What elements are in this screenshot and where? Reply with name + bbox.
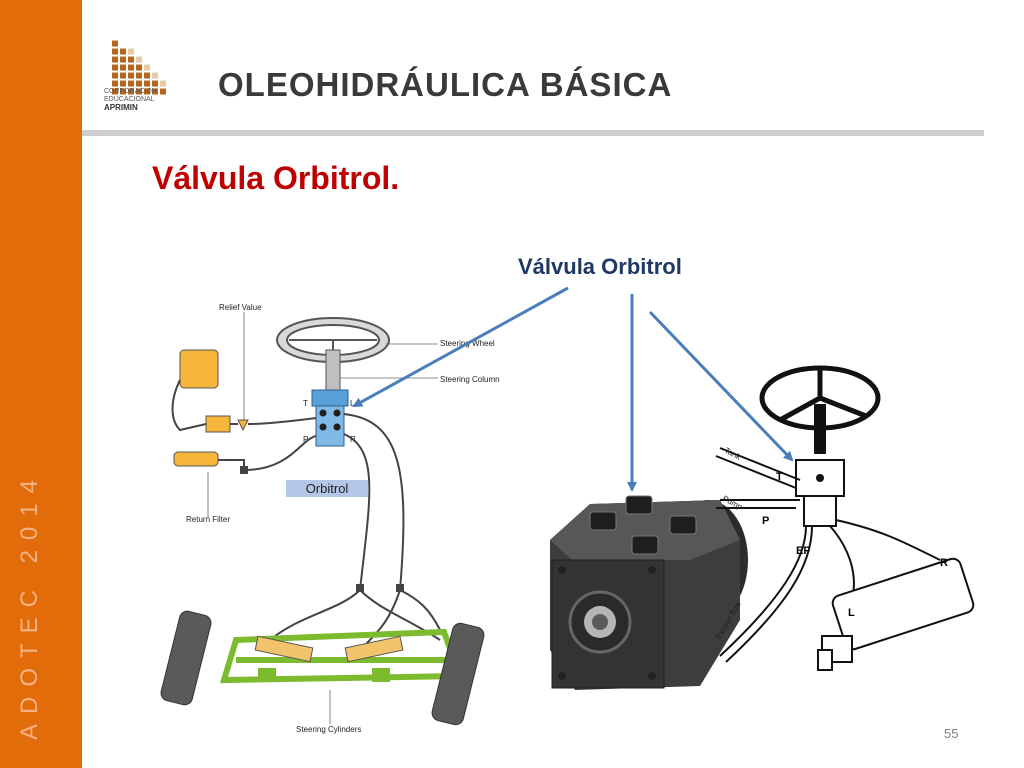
right-l-label: L bbox=[848, 607, 855, 619]
steering-wheel-icon bbox=[276, 317, 390, 363]
right-t-label: T bbox=[776, 471, 783, 483]
orbitrol-unit-photo bbox=[550, 495, 748, 690]
sidebar bbox=[0, 0, 82, 768]
right-r-label: R bbox=[940, 557, 948, 569]
port-l-label: L bbox=[350, 399, 355, 408]
relief-valve-icon bbox=[237, 419, 249, 432]
callout-label: Válvula Orbitrol bbox=[518, 254, 682, 279]
steering-column-label: Steering Column bbox=[440, 375, 500, 384]
callout-arrows bbox=[352, 286, 794, 492]
port-p-label: P bbox=[303, 435, 308, 444]
right-ef-label: EF bbox=[796, 545, 810, 557]
header-divider bbox=[82, 130, 984, 136]
right-p-label: P bbox=[762, 515, 769, 527]
port-t-label: T bbox=[303, 399, 308, 408]
arrow-to-left-valve bbox=[352, 286, 569, 408]
logo-line-2: EDUCACIONAL bbox=[104, 96, 155, 103]
right-wheel-icon bbox=[431, 622, 485, 726]
right-cylinder-icon bbox=[831, 557, 975, 651]
arrow-to-right-valve bbox=[648, 310, 794, 462]
right-steering-diagram: Tank Pump Excess flow T P EF R L bbox=[714, 365, 975, 671]
steering-column-icon bbox=[325, 349, 341, 391]
logo-line-1: CORPORACION bbox=[104, 88, 157, 95]
return-filter-icon bbox=[173, 451, 219, 467]
logo-text: CORPORACION EDUCACIONAL APRIMIN bbox=[104, 88, 178, 112]
reservoir-tank-icon bbox=[179, 349, 219, 389]
left-wheel-icon bbox=[160, 610, 212, 706]
left-steering-diagram: Relief Value Steering Wheel Steering Col… bbox=[160, 303, 500, 734]
header-title: OLEOHIDRÁULICA BÁSICA bbox=[218, 66, 673, 103]
return-filter-label: Return Filter bbox=[186, 515, 230, 524]
slide-title: Válvula Orbitrol. bbox=[152, 160, 400, 196]
port-r-label: R bbox=[350, 435, 356, 444]
orbitrol-valve-icon bbox=[311, 389, 349, 447]
steering-cylinders-label: Steering Cylinders bbox=[296, 725, 361, 734]
pump-icon bbox=[205, 415, 231, 433]
logo-mark bbox=[112, 40, 166, 95]
logo-brand: APRIMIN bbox=[104, 103, 138, 112]
relief-value-label: Relief Value bbox=[219, 303, 262, 312]
page-number: 55 bbox=[944, 726, 959, 741]
front-axle-icon bbox=[219, 628, 465, 684]
orbitrol-tag: Orbitrol bbox=[286, 480, 368, 497]
right-valve-icon bbox=[795, 459, 845, 527]
